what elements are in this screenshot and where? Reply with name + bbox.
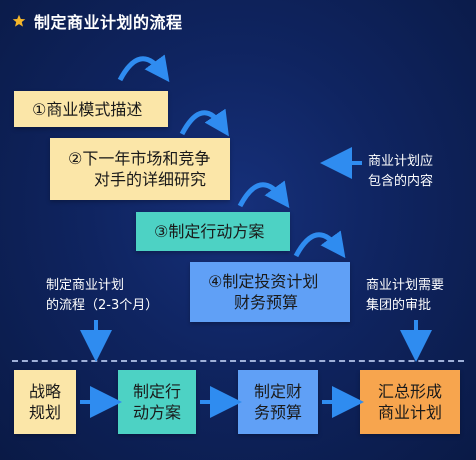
flow-summary-line1: 汇总形成 bbox=[377, 382, 442, 401]
flow-box-summary: 汇总形成 商业计划 bbox=[360, 370, 460, 434]
note-approval-line2: 集团的审批 bbox=[366, 298, 432, 313]
flow-budget-line1: 制定财 bbox=[253, 382, 302, 401]
step-4-box: ④制定投资计划 财务预算 bbox=[190, 262, 350, 322]
flow-box-strategy: 战略 规划 bbox=[14, 370, 76, 434]
step-1-box: ①商业模式描述 bbox=[14, 91, 168, 127]
note-contents-line2: 包含的内容 bbox=[368, 174, 434, 189]
title-row: 制定商业计划的流程 bbox=[12, 8, 183, 34]
curved-arrow-icon bbox=[179, 108, 229, 137]
step-3-label: ③制定行动方案 bbox=[154, 222, 265, 241]
flow-action-line2: 动方案 bbox=[132, 403, 181, 422]
note-process-line2: 的流程（2-3个月） bbox=[46, 298, 159, 313]
note-process-line1: 制定商业计划 bbox=[46, 278, 125, 293]
divider-line bbox=[12, 360, 464, 362]
flow-box-budget: 制定财 务预算 bbox=[238, 370, 318, 434]
flow-action-line1: 制定行 bbox=[132, 382, 181, 401]
step-2-label-line2: 对手的详细研究 bbox=[94, 170, 207, 189]
note-approval-line1: 商业计划需要 bbox=[366, 278, 445, 293]
step-2-box: ②下一年市场和竞争 对手的详细研究 bbox=[50, 138, 230, 200]
flow-box-action: 制定行 动方案 bbox=[118, 370, 196, 434]
step-4-label-line2: 财务预算 bbox=[234, 293, 299, 312]
step-4-label: ④制定投资计划 bbox=[208, 272, 319, 291]
flow-strategy-line1: 战略 bbox=[28, 382, 61, 401]
note-process: 制定商业计划 的流程（2-3个月） bbox=[46, 276, 158, 316]
flow-strategy-line2: 规划 bbox=[28, 403, 61, 422]
note-contents-line1: 商业计划应 bbox=[368, 154, 434, 169]
curved-arrow-icon bbox=[293, 230, 346, 259]
curved-arrow-icon bbox=[237, 180, 290, 209]
flow-budget-line2: 务预算 bbox=[253, 403, 302, 422]
note-approval: 商业计划需要 集团的审批 bbox=[366, 276, 444, 316]
page-title: 制定商业计划的流程 bbox=[34, 13, 183, 32]
step-3-box: ③制定行动方案 bbox=[136, 212, 290, 251]
step-1-label: ①商业模式描述 bbox=[32, 99, 143, 119]
note-contents: 商业计划应 包含的内容 bbox=[368, 152, 433, 192]
step-2-label: ②下一年市场和竞争 bbox=[68, 149, 211, 168]
flow-summary-line2: 商业计划 bbox=[377, 403, 442, 422]
star-icon bbox=[12, 14, 26, 27]
curved-arrow-icon bbox=[117, 54, 170, 83]
